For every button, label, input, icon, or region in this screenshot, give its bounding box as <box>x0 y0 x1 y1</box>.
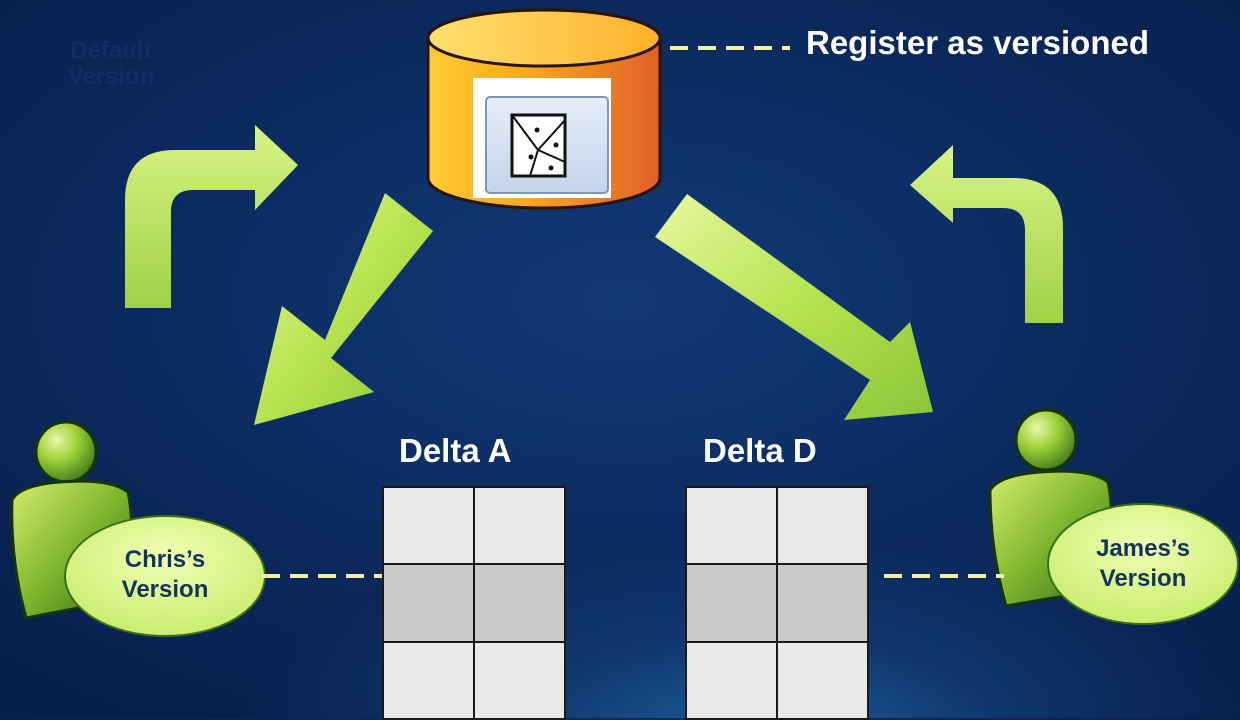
default-version-line1: Default <box>70 37 152 64</box>
chris-connector <box>262 574 382 578</box>
register-label: Register as versioned <box>806 24 1149 61</box>
arrow-to-james <box>655 194 933 420</box>
james-version-line1: James’s <box>1096 535 1190 562</box>
james-connector <box>884 574 1004 578</box>
arrow-curved-left <box>125 125 298 308</box>
delta-d-cell-highlight <box>687 565 776 641</box>
chris-version-line2: Version <box>121 576 209 603</box>
delta-a-cell <box>384 488 473 564</box>
delta-a-cell <box>475 488 564 564</box>
james-bubble <box>1047 503 1239 625</box>
delta-d-cell <box>778 642 867 718</box>
delta-d-cell-highlight <box>778 565 867 641</box>
delta-a-cell-highlight <box>475 565 564 641</box>
james-version-label: James’s Version <box>1063 534 1223 594</box>
chris-version-label: Chris’s Version <box>85 545 245 605</box>
register-connector <box>670 46 790 50</box>
default-version-label: Default Version <box>56 38 166 90</box>
delta-d-cell <box>687 642 776 718</box>
delta-d-label: Delta D <box>703 432 817 469</box>
delta-a-cell <box>384 642 473 718</box>
delta-d-cell <box>687 488 776 564</box>
delta-a-cell <box>475 642 564 718</box>
chris-version-line1: Chris’s <box>124 546 206 573</box>
james-version-line2: Version <box>1099 565 1187 592</box>
delta-a-cell-highlight <box>384 565 473 641</box>
delta-d-table <box>685 486 869 720</box>
delta-d-cell <box>778 488 867 564</box>
arrow-curved-right <box>910 145 1063 323</box>
delta-a-table <box>382 486 566 720</box>
arrow-to-chris <box>254 193 433 425</box>
feature-dataset-icon <box>510 113 567 178</box>
default-version-line2: Version <box>67 63 155 90</box>
database-cylinder-icon <box>426 8 662 210</box>
delta-a-label: Delta A <box>399 432 512 469</box>
